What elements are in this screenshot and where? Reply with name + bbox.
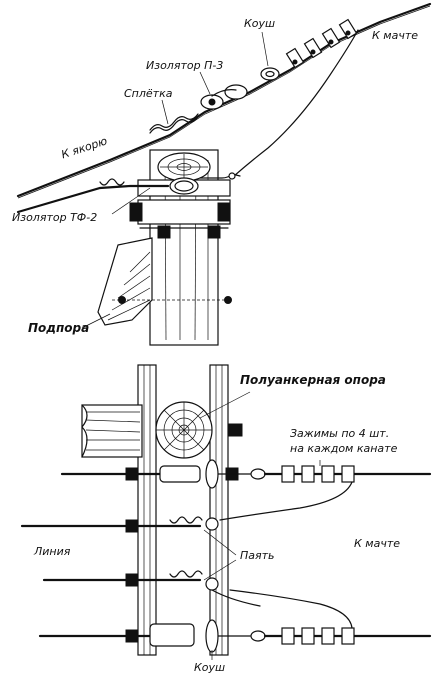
top-cable-clamps (285, 18, 358, 69)
bottom-figure (20, 364, 432, 660)
leader-payat-2 (203, 559, 237, 581)
top-line-wire (16, 172, 241, 214)
leader-podpora (81, 313, 111, 329)
label-isolator-p3: Изолятор П-3 (146, 59, 224, 72)
top-return-cable (233, 29, 359, 177)
label-liniya: Линия (34, 545, 71, 558)
label-zazhimy-line2: на каждом канате (290, 442, 398, 455)
bottom-cable-1 (60, 459, 432, 521)
insulator-tf2 (169, 177, 199, 195)
leader-isolator-p3 (199, 71, 211, 95)
leader-spletka (161, 99, 169, 125)
top-prop-strut (97, 237, 232, 326)
label-k-machte-bottom: К мачте (354, 537, 401, 550)
label-isolator-tf2: Изолятор ТФ-2 (12, 211, 98, 224)
splice-spletka (149, 113, 199, 134)
label-zazhimy-line1: Зажимы по 4 шт. (290, 427, 390, 440)
top-main-cable (16, 2, 432, 199)
insulator-p3 (200, 84, 248, 110)
thimble-koush (260, 67, 280, 81)
label-spletka: Сплётка (124, 87, 173, 100)
leader-payat-1 (203, 529, 237, 556)
bottom-cable-3 (42, 570, 261, 607)
leader-koush-top (261, 31, 269, 67)
bottom-log-end (81, 401, 243, 459)
label-podpora: Подпора (28, 321, 90, 335)
label-k-machte-top: К мачте (372, 29, 419, 42)
label-poluankernaya-opora: Полуанкерная опора (240, 373, 386, 387)
bottom-cable-4 (38, 589, 432, 653)
bottom-cable-2 (20, 516, 219, 533)
top-figure (16, 2, 432, 346)
leader-tf2 (111, 187, 151, 215)
label-koush-top: Коуш (244, 17, 276, 30)
leader-poluankernaya (199, 391, 251, 419)
label-koush-bottom: Коуш (194, 661, 226, 674)
label-payat: Паять (240, 549, 275, 562)
